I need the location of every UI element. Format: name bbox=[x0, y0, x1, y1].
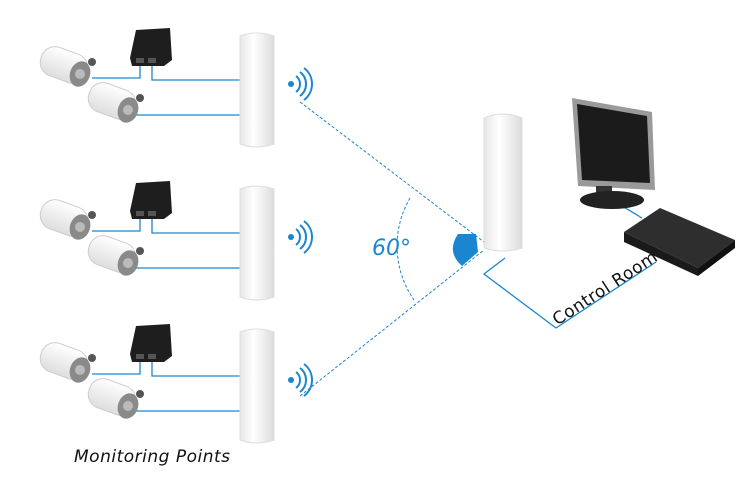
coverage-line-top bbox=[299, 101, 485, 243]
monitoring-points-label: Monitoring Points bbox=[74, 447, 231, 467]
monitoring-point-3 bbox=[35, 323, 313, 444]
angle-arc bbox=[396, 197, 415, 301]
dvr-icon bbox=[624, 208, 735, 276]
receiver-antenna bbox=[483, 113, 523, 252]
angle-label: 60° bbox=[372, 236, 411, 261]
angle-marker bbox=[452, 234, 478, 266]
monitoring-point-1 bbox=[35, 27, 313, 148]
monitor-icon bbox=[572, 98, 655, 209]
control-cable bbox=[482, 257, 657, 329]
monitoring-point-2 bbox=[35, 180, 313, 301]
coverage-line-bottom bbox=[299, 249, 485, 397]
